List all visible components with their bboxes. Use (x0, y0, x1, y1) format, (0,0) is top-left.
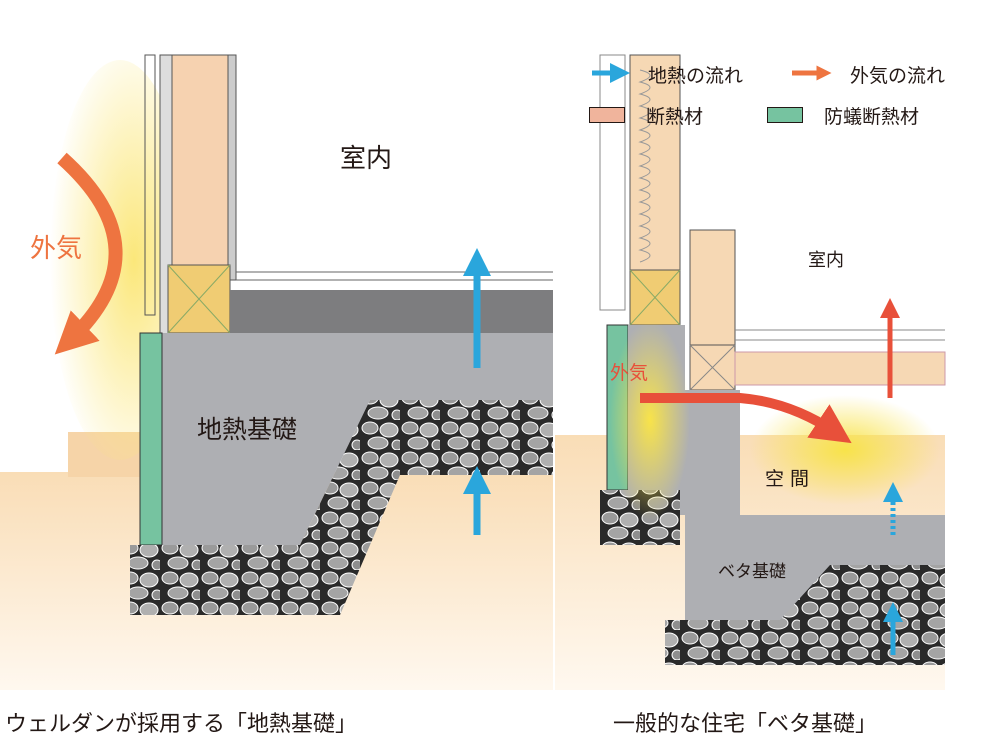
legend-geothermal-label: 地熱の流れ (648, 65, 744, 87)
foundation (162, 333, 553, 545)
right-indoor-label: 室内 (808, 250, 844, 271)
legend-termite-insulation-label: 防蟻断熱材 (824, 106, 920, 128)
warm-glow (610, 320, 690, 520)
sill-cross (689, 344, 736, 391)
warm-glow (750, 395, 940, 505)
floor-lines (236, 271, 553, 281)
right-diagram (555, 54, 946, 690)
outside-air-arrow (640, 393, 852, 444)
right-caption: 一般的な住宅「ベタ基礎」 (613, 712, 878, 737)
left-indoor-label: 室内 (340, 144, 393, 174)
sill-cross (629, 269, 681, 326)
termite-insulation (139, 332, 163, 546)
left-diagram (0, 54, 553, 690)
legend-insulation-label: 断熱材 (646, 106, 704, 128)
slab-top (230, 290, 553, 333)
siding (144, 54, 156, 316)
right-foundation-label: ベタ基礎 (718, 562, 786, 582)
outside-air-arrow (54, 152, 123, 355)
gravel (130, 400, 553, 615)
wall-stud (171, 54, 229, 268)
left-foundation-label: 地熱基礎 (197, 415, 298, 444)
left-caption: ウェルダンが採用する「地熱基礎」 (5, 712, 358, 737)
legend-insulation-swatch (589, 107, 625, 123)
legend-outside-air-label: 外気の流れ (850, 65, 946, 87)
left-outside-air-label: 外気 (30, 234, 83, 264)
floor-beam (734, 351, 946, 386)
legend-termite-insulation-swatch (767, 107, 803, 123)
inner-wall (689, 229, 736, 346)
siding (599, 54, 626, 311)
right-outside-air-label: 外気 (610, 362, 649, 384)
sill-cross (167, 264, 231, 334)
floor-lines (735, 329, 945, 341)
gravel (665, 565, 945, 665)
insulation-pattern (638, 69, 651, 263)
wall-board (227, 54, 237, 281)
right-space-label: 空 間 (765, 468, 810, 490)
